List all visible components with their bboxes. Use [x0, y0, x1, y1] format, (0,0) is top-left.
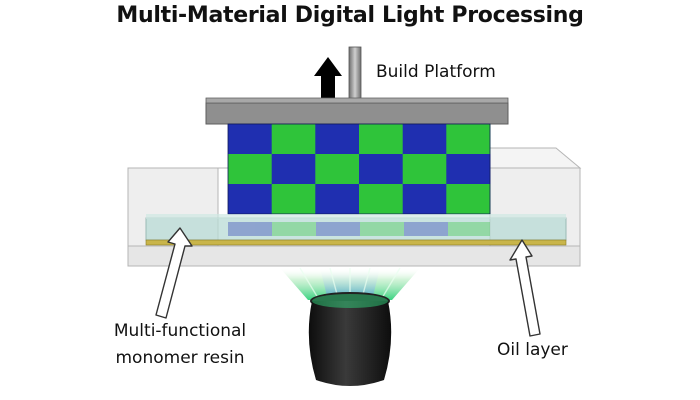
vat-base: [127, 245, 581, 267]
checker-cell: [271, 154, 316, 185]
checker-cell: [315, 124, 360, 155]
up-arrow-icon: [314, 57, 342, 104]
oil-layer-label: Oil layer: [497, 340, 568, 360]
checker-cell: [271, 124, 316, 155]
build-platform-label: Build Platform: [376, 62, 496, 82]
checker-cell: [228, 124, 273, 155]
checker-cell: [402, 184, 447, 215]
pointer-arrow-icon: [509, 239, 541, 337]
checker-cell: [446, 184, 491, 215]
checker-cell: [228, 154, 273, 185]
resin-label-line2: monomer resin: [115, 348, 245, 368]
checker-cell: [359, 184, 404, 215]
build-platform: [205, 102, 509, 125]
checker-cell: [228, 184, 273, 215]
resin-label: Multi-functional monomer resin: [40, 318, 320, 372]
checker-cell: [359, 154, 404, 185]
printed-part: [227, 123, 491, 215]
pointer-arrow-icon: [155, 227, 193, 319]
checker-cell: [402, 154, 447, 185]
resin-label-line1: Multi-functional: [113, 321, 247, 341]
checker-cell: [359, 124, 404, 155]
checker-cell: [402, 124, 447, 155]
checker-cell: [446, 124, 491, 155]
resin-reflection: [228, 222, 490, 236]
platform-rod: [348, 46, 362, 100]
oil-layer: [145, 239, 567, 246]
checker-cell: [271, 184, 316, 215]
diagram-title: Multi-Material Digital Light Processing: [116, 3, 584, 28]
checker-cell: [315, 154, 360, 185]
checker-cell: [446, 154, 491, 185]
projector-lens: [308, 292, 392, 386]
checker-cell: [315, 184, 360, 215]
